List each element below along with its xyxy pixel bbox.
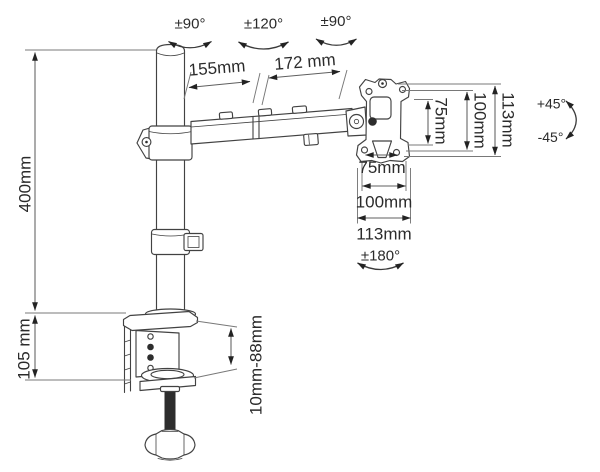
head-hinge-pivot — [348, 113, 365, 130]
dim-vesa-width-100: 100mm — [356, 183, 413, 212]
arm-swivel-indicator: ±120° — [238, 16, 289, 50]
vesa-hole-top-left — [365, 87, 373, 96]
dimensions: 400mm 105 mm 155mm 172 mm 75mm 100mm 113… — [15, 50, 518, 415]
dim-pole-height: 400mm — [16, 52, 38, 311]
rod-nut — [159, 385, 181, 393]
clamp-hole-3 — [147, 354, 154, 361]
cable-clip — [183, 232, 204, 252]
swivel-arrow-icon — [168, 40, 212, 49]
dim-label-vesa-h75: 75mm — [432, 97, 451, 144]
dim-label-vesa-w75: 75mm — [358, 158, 405, 177]
extension-lines — [25, 49, 501, 381]
clamp-hole-2 — [147, 343, 154, 351]
angle-label-arm-swivel: ±120° — [244, 16, 283, 33]
rotation-indicators: ±90° ±120° ±90° ±180° +45° -45° — [168, 13, 577, 271]
arm-clip-2 — [257, 108, 273, 117]
dim-label-desk-range: 10mm-88mm — [247, 315, 266, 415]
dim-label-clamp-height: 105 mm — [15, 318, 34, 379]
angle-label-pole-swivel: ±90° — [175, 16, 206, 33]
arm-clip-3 — [291, 105, 308, 114]
dimension-line — [268, 69, 341, 81]
joint-bolt-center — [145, 140, 148, 144]
dim-arm-segment-inner: 155mm — [188, 56, 251, 90]
swivel-arrow-icon — [315, 38, 357, 46]
head-hinge-pivot-center — [353, 118, 360, 125]
dim-vesa-height-100: 100mm — [464, 91, 490, 150]
tilt-indicator: +45° -45° — [537, 96, 577, 145]
dim-label-arm-inner: 155mm — [188, 56, 246, 79]
dim-label-arm-outer: 172 mm — [274, 50, 337, 74]
ext-arm-left — [183, 71, 192, 100]
arm-clip-1 — [218, 111, 234, 120]
screen-rotation-indicator: ±180° — [357, 248, 404, 271]
pole-body — [155, 43, 186, 312]
arm-under-clip — [303, 132, 319, 147]
desk-clamp — [122, 308, 199, 461]
head-top-screw-center — [381, 82, 384, 85]
dim-label-vesa-w100: 100mm — [356, 193, 413, 212]
pole-swivel-indicator: ±90° — [168, 16, 212, 49]
angle-label-screen-rotation: ±180° — [361, 248, 400, 265]
dim-desk-thickness-range: 10mm-88mm — [228, 315, 266, 415]
angle-label-tilt-down: -45° — [538, 129, 564, 145]
clamp-knob-base — [157, 458, 183, 461]
vesa-hole-bottom-left — [360, 146, 369, 154]
arm-joint-collar — [136, 125, 193, 161]
joint-ring-rim — [148, 131, 193, 135]
dim-arm-segment-outer: 172 mm — [268, 50, 341, 81]
angle-label-head-swivel: ±90° — [321, 13, 352, 30]
dim-vesa-height-113: 113mm — [492, 85, 518, 156]
clamp-jaw — [139, 375, 197, 392]
swivel-arrow-icon — [238, 41, 289, 50]
rotation-arrow-icon — [357, 262, 404, 271]
pole-cap-rim — [156, 52, 185, 57]
clamp-top-plate — [122, 310, 199, 332]
dim-label-pole-height: 400mm — [16, 156, 35, 213]
pole — [150, 43, 204, 312]
ext-clamp-range — [193, 320, 238, 379]
dimension-line — [188, 79, 251, 90]
arm-seam — [252, 115, 260, 140]
clamp-hole-1 — [147, 333, 154, 340]
clamp-column-ridges — [124, 339, 131, 385]
clamp-threaded-rod — [164, 388, 176, 433]
ext-arm-right — [338, 69, 348, 100]
angle-label-tilt-up: +45° — [537, 96, 566, 112]
desk-mount-drawing — [122, 43, 411, 461]
dim-vesa-width-75: 75mm — [358, 152, 406, 177]
vesa-head — [345, 78, 411, 164]
arm — [190, 105, 353, 147]
head-swivel-indicator: ±90° — [315, 13, 357, 46]
cable-clip-slot — [187, 236, 200, 248]
vesa-hole-top-right — [398, 85, 407, 94]
arm-under-clip-slot — [308, 134, 310, 145]
head-hub — [369, 96, 392, 120]
tilt-arrow-icon — [565, 100, 577, 140]
ext-vesa-top — [398, 83, 501, 100]
joint-ring — [148, 125, 193, 161]
dim-label-vesa-h113: 113mm — [499, 92, 518, 147]
ext-arm-mid — [252, 72, 270, 106]
head-hub-bolt — [368, 117, 377, 126]
arm-beam-edge — [190, 113, 353, 128]
dim-vesa-height-75: 75mm — [425, 97, 451, 145]
clamp-knob-ribs — [155, 431, 185, 455]
clamp-knob — [144, 428, 196, 460]
ext-vesa-width — [357, 161, 411, 224]
dim-label-vesa-w113: 113mm — [356, 225, 411, 244]
dim-clamp-height: 105 mm — [15, 315, 38, 380]
ext-vesa-bottom — [404, 144, 501, 157]
dim-vesa-width-113: 113mm — [356, 215, 412, 244]
dim-label-vesa-h100: 100mm — [471, 92, 490, 149]
